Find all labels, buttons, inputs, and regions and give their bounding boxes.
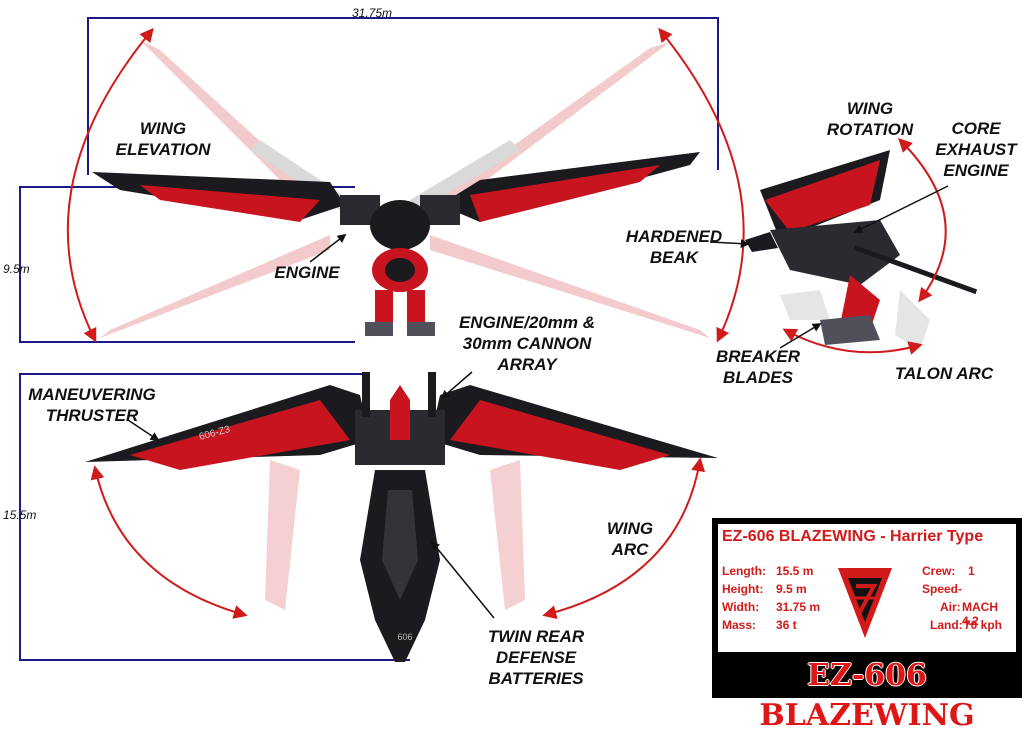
spec-crew-value: 1: [968, 564, 975, 578]
leader-lines: [127, 185, 949, 619]
spec-height-label: Height:: [722, 582, 764, 596]
wing-elevation-label: WING ELEVATION: [115, 119, 211, 159]
spec-land-value: 70 kph: [964, 618, 1003, 632]
spec-air-value: MACH 4.2: [962, 600, 998, 628]
core-exhaust-label: CORE EXHAUST ENGINE: [935, 119, 1017, 180]
spec-speed-label: Speed-: [922, 582, 963, 596]
ghost-wings-bottom: [265, 460, 525, 610]
blazewing-emblem: [838, 568, 892, 638]
maneuvering-thruster-label: MANEUVERING THRUSTER: [28, 385, 156, 425]
bottom-view-model: 606 606-Z3: [85, 372, 718, 662]
bottom-height-dim: 15.5m: [3, 508, 37, 522]
top-width-dim: 31.75m: [352, 6, 393, 20]
schematic-drawing: 606 606-Z3: [19, 17, 978, 662]
spec-length-label: Length:: [722, 564, 766, 578]
spec-width-label: Width:: [722, 600, 760, 614]
spec-crew-label: Crew:: [922, 564, 956, 578]
spec-air-label: Air:: [940, 600, 961, 614]
spec-card-body: EZ-606 BLAZEWING - Harrier Type Length: …: [718, 524, 1016, 652]
spec-mass-label: Mass:: [722, 618, 757, 632]
spec-land-label: Land:: [930, 618, 963, 632]
hardened-beak-label: HARDENED BEAK: [625, 227, 723, 267]
blazewing-schematic: 606 606-Z3: [3, 6, 1022, 733]
top-height-dim: 9.5m: [3, 262, 30, 276]
twin-rear-label: TWIN REAR DEFENSE BATTERIES: [487, 627, 585, 688]
hull-marking-606: 606: [397, 632, 412, 642]
top-view-model: [92, 152, 700, 336]
spec-width-value: 31.75 m: [776, 600, 821, 614]
wing-rotation-label: WING ROTATION: [826, 99, 914, 139]
spec-length-value: 15.5 m: [776, 564, 814, 578]
breaker-blades-label: BREAKER BLADES: [715, 347, 801, 387]
ghost-wings-top: [100, 40, 710, 338]
spec-title: EZ-606 BLAZEWING - Harrier Type: [722, 528, 984, 545]
spec-height-value: 9.5 m: [776, 582, 807, 596]
talon-arc-label: TALON ARC: [894, 364, 994, 383]
engine-label: ENGINE: [274, 263, 340, 282]
spec-card: EZ-606 BLAZEWING - Harrier Type Length: …: [712, 518, 1022, 733]
wing-arc-label: WING ARC: [606, 519, 654, 559]
title-banner: EZ-606 BLAZEWING: [759, 658, 975, 733]
spec-mass-value: 36 t: [776, 618, 797, 632]
engine-cannon-label: ENGINE/20mm & 30mm CANNON ARRAY: [458, 313, 596, 374]
